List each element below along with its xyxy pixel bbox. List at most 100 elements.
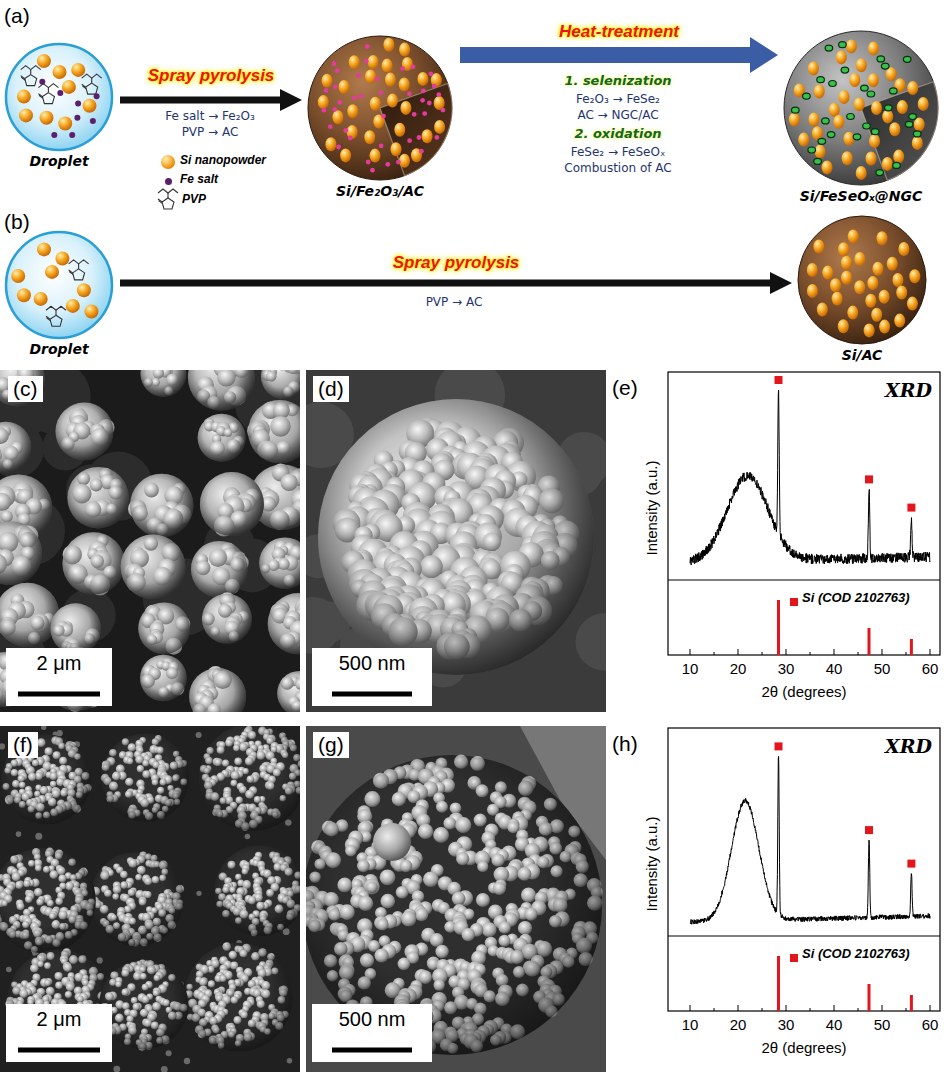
si-nanoparticle — [382, 59, 393, 73]
sem-shading — [141, 370, 187, 397]
si-nanoparticle — [854, 252, 865, 266]
feseox-dot — [905, 121, 913, 127]
sem-shading — [184, 943, 293, 1052]
si-nanoparticle — [339, 80, 350, 94]
si-nanoparticle — [833, 115, 844, 129]
si-nanoparticle — [45, 265, 59, 279]
feseox-dot — [818, 138, 826, 144]
sem-images — [0, 344, 633, 1073]
sem-grain — [161, 1066, 168, 1072]
sem-shading — [200, 472, 264, 536]
feseox-dot — [861, 85, 869, 91]
sem-image — [306, 370, 606, 712]
si-nanoparticle — [839, 90, 850, 104]
si-nanoparticle — [17, 288, 31, 302]
si-nanoparticle — [17, 90, 31, 104]
si-nanoparticle — [879, 290, 890, 304]
sem-grain — [113, 1066, 120, 1072]
fe2o3-dot — [441, 108, 446, 113]
si-nanoparticle — [789, 113, 800, 127]
sem-grain — [16, 831, 22, 837]
si-nanoparticle — [842, 151, 853, 165]
fe-salt-dot — [90, 118, 96, 124]
si-nanoparticle — [399, 154, 410, 168]
fe2o3-dot — [333, 84, 338, 89]
si-nanoparticle — [869, 134, 880, 148]
si-nanoparticle — [325, 137, 336, 151]
si-nanoparticle — [798, 133, 809, 147]
si-nanoparticle — [887, 257, 898, 271]
sem-shading — [0, 521, 42, 585]
schematic — [6, 31, 938, 344]
pvp-molecule — [38, 84, 58, 104]
sem-shading — [189, 668, 246, 712]
sem-particle — [50, 603, 101, 654]
sem-shading — [277, 671, 300, 712]
si-nanoparticle — [37, 54, 51, 68]
si-nanoparticle — [400, 101, 411, 115]
si-nanoparticle — [807, 284, 818, 298]
sem-shading — [199, 726, 300, 831]
sem-shading — [0, 422, 31, 473]
si-nanoparticle — [897, 100, 908, 114]
si-nanoparticle — [40, 111, 54, 125]
si-nanoparticle — [37, 242, 51, 256]
sem-particle — [0, 583, 59, 647]
si-nanoparticle — [848, 229, 859, 243]
sem-texture — [306, 597, 341, 654]
fe-salt-dot — [57, 90, 63, 96]
fe2o3-dot — [407, 91, 412, 96]
sem-shading — [0, 370, 45, 406]
feseox-dot — [847, 114, 855, 120]
feseox-dot — [853, 134, 861, 140]
si-nanoparticle — [53, 65, 67, 79]
fe2o3-dot — [379, 144, 384, 149]
composite-sphere — [308, 36, 452, 180]
si-nanoparticle — [365, 69, 376, 83]
sem-particle — [268, 593, 300, 654]
si-nanoparticle — [387, 94, 398, 108]
feseox-dot — [803, 93, 811, 99]
fe2o3-dot — [420, 98, 425, 103]
sem-shading — [188, 370, 255, 411]
sem-shading — [268, 593, 300, 654]
feseox-dot — [871, 129, 879, 135]
fe2o3-dot — [428, 71, 433, 76]
si-nanoparticle — [867, 276, 878, 290]
si-nanoparticle — [58, 117, 72, 131]
fe2o3-dot — [348, 136, 353, 141]
fe2o3-dot — [337, 100, 342, 105]
fe2o3-dot — [400, 66, 405, 71]
sem-particle — [101, 734, 189, 822]
sem-particle — [0, 848, 96, 953]
feseox-dot — [863, 123, 871, 129]
si-nanoparticle — [815, 145, 826, 159]
si-nanoparticle — [394, 123, 405, 137]
feseox-dot — [876, 170, 884, 176]
sem-shading — [191, 541, 248, 598]
fe2o3-dot — [422, 111, 427, 116]
si-nanoparticle — [807, 263, 818, 277]
fe2o3-dot — [365, 44, 370, 49]
feseox-dot — [877, 56, 885, 62]
feseox-dot — [822, 118, 830, 124]
fe2o3-dot — [328, 124, 333, 129]
si-nanoparticle — [364, 130, 375, 144]
si-nanoparticle — [77, 283, 91, 297]
si-nanoparticle — [814, 85, 825, 99]
si-nanoparticle — [856, 166, 867, 180]
feseox-dot — [817, 77, 825, 83]
si-nanoparticle — [907, 297, 918, 311]
sem-grain — [6, 967, 12, 973]
fe-salt-dot — [69, 132, 75, 138]
sem-particle — [0, 370, 45, 406]
fe2o3-dot — [332, 107, 337, 112]
sem-particle — [138, 602, 190, 654]
fe-salt-dot — [75, 101, 81, 107]
sem-particle — [200, 472, 264, 536]
si-nanoparticle — [896, 286, 907, 300]
si-nanoparticle — [822, 266, 833, 280]
si-nanoparticle — [847, 306, 858, 320]
sem-shading — [198, 414, 246, 462]
